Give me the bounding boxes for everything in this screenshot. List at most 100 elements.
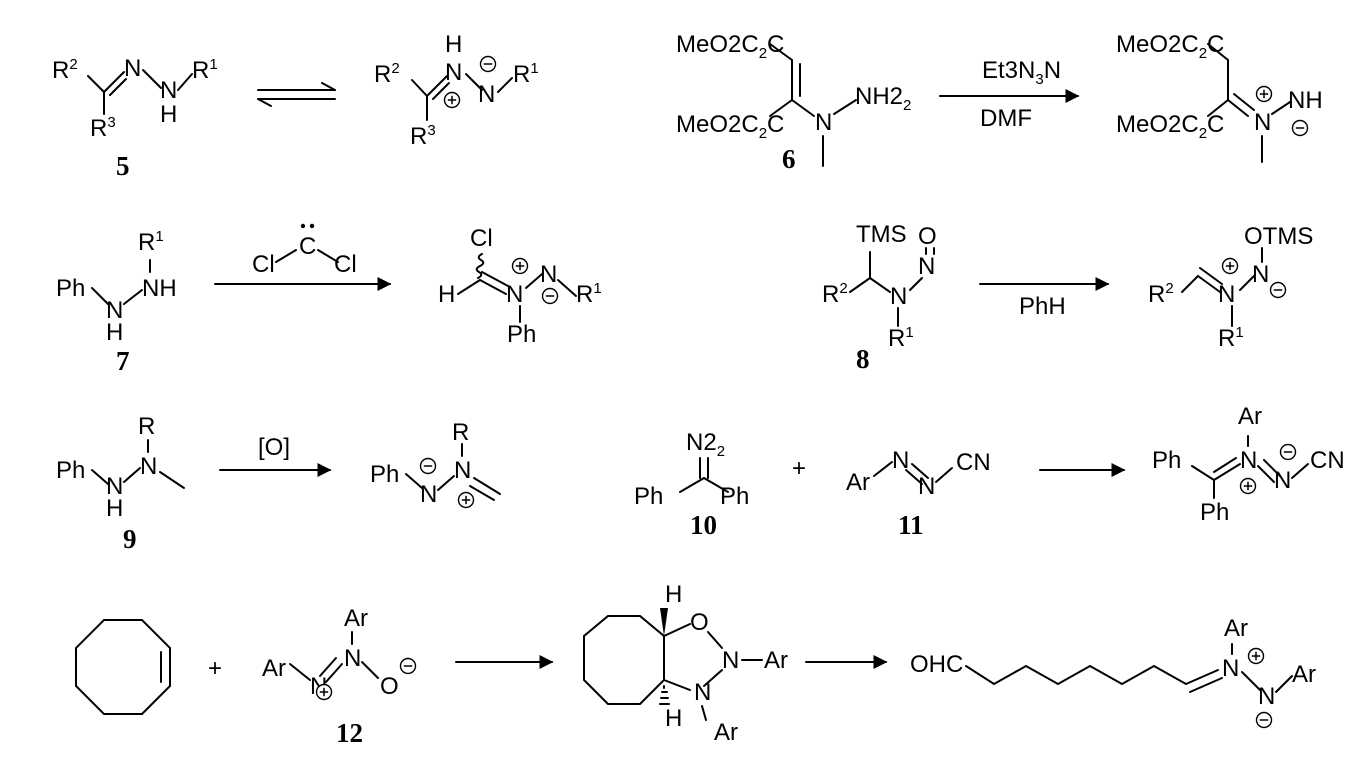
svg-text:Ph: Ph	[507, 321, 536, 348]
svg-text:TMS: TMS	[856, 221, 907, 248]
positive-charge-icon	[511, 257, 529, 275]
plus-sign: +	[792, 455, 806, 482]
svg-text:NH22: NH22	[855, 83, 911, 114]
svg-text:H: H	[665, 705, 682, 732]
svg-text:O: O	[380, 673, 399, 700]
svg-text:O: O	[918, 223, 937, 250]
reaction-arrow-8: PhH	[979, 277, 1110, 320]
svg-text:R: R	[452, 419, 469, 446]
svg-text:N: N	[890, 283, 907, 310]
reaction-arrow-6: Et3N3N DMF	[939, 57, 1080, 132]
svg-text:N: N	[160, 77, 177, 104]
svg-text:MeO2C2C: MeO2C2C	[1116, 111, 1224, 142]
structure-10: N22 Ph Ph 10	[634, 429, 749, 540]
structure-12: Ar N N Ar O 12	[262, 605, 417, 748]
svg-text:N: N	[106, 473, 123, 500]
svg-text:Ar: Ar	[764, 647, 788, 674]
svg-text:N: N	[1274, 467, 1291, 494]
svg-text:Ar: Ar	[714, 719, 738, 746]
svg-text:N: N	[124, 55, 141, 82]
compound-label-6: 6	[782, 144, 796, 174]
svg-text:R3: R3	[410, 122, 436, 150]
svg-text:N: N	[420, 481, 437, 508]
compound-label-7: 7	[116, 346, 130, 376]
svg-text:MeO2C2C: MeO2C2C	[1116, 31, 1224, 62]
compound-label-11: 11	[898, 510, 924, 540]
svg-text:N: N	[1258, 683, 1275, 710]
svg-text:N: N	[1240, 447, 1257, 474]
svg-text:[O]: [O]	[258, 434, 290, 461]
compound-label-5: 5	[116, 151, 130, 181]
svg-text:Ar: Ar	[344, 605, 368, 632]
plus-sign: +	[208, 655, 222, 682]
svg-text:N: N	[106, 297, 123, 324]
product-6: MeO2C2C MeO2C2C N NH	[1116, 31, 1323, 163]
svg-text:R1: R1	[192, 56, 218, 84]
product-8: R2 N R1 N OTMS	[1148, 223, 1313, 352]
positive-charge-icon	[1247, 647, 1265, 665]
svg-text:N: N	[140, 453, 157, 480]
ring-opened-product: OHC N Ar N Ar	[910, 615, 1316, 729]
svg-text:N: N	[918, 253, 935, 280]
structure-6: MeO2C2C MeO2C2C N NH22 6	[676, 31, 911, 174]
svg-text:CN: CN	[956, 449, 991, 476]
structure-8: TMS R2 N R1 N O 8	[822, 221, 937, 374]
svg-text:Ar: Ar	[262, 655, 286, 682]
svg-text:H: H	[106, 319, 123, 346]
svg-text:OHC: OHC	[910, 651, 963, 678]
svg-text:R1: R1	[888, 324, 914, 352]
svg-text:Ar: Ar	[1238, 403, 1262, 430]
svg-text:N: N	[454, 457, 471, 484]
structure-7: Ph N H NH R1 7	[56, 228, 177, 376]
svg-text:N: N	[445, 59, 462, 86]
svg-text:N: N	[540, 261, 557, 288]
compound-label-12: 12	[336, 718, 363, 748]
structure-11: Ar N N CN 11	[846, 447, 991, 540]
svg-text:N: N	[892, 447, 909, 474]
negative-charge-icon	[1291, 119, 1309, 137]
svg-text:R1: R1	[1218, 324, 1244, 352]
structure-9: Ph N H N R 9	[56, 413, 185, 554]
svg-text:R2: R2	[52, 56, 78, 84]
svg-text:N: N	[815, 109, 832, 136]
svg-text:PhH: PhH	[1019, 293, 1066, 320]
svg-text:R2: R2	[374, 60, 400, 88]
svg-text:N: N	[1254, 109, 1271, 136]
negative-charge-icon	[1279, 443, 1297, 461]
svg-text:R2: R2	[822, 280, 848, 308]
svg-text:MeO2C2C: MeO2C2C	[676, 31, 784, 62]
compound-label-9: 9	[123, 524, 137, 554]
negative-charge-icon	[419, 457, 437, 475]
svg-text:Ph: Ph	[370, 461, 399, 488]
equilibrium-arrows	[257, 82, 336, 107]
svg-text:Ph: Ph	[1200, 499, 1229, 526]
cyclooctene	[75, 619, 171, 715]
svg-text:N: N	[344, 645, 361, 672]
svg-text:N: N	[722, 647, 739, 674]
svg-text:R2: R2	[1148, 280, 1174, 308]
svg-text:DMF: DMF	[980, 105, 1032, 132]
svg-text:Et3N3N: Et3N3N	[982, 57, 1061, 88]
positive-charge-icon	[1239, 477, 1257, 495]
positive-charge-icon	[1255, 85, 1273, 103]
svg-text:O: O	[690, 609, 709, 636]
svg-text:N: N	[918, 473, 935, 500]
azomethine-imine-5: R2 H N N R1 R3	[374, 31, 539, 150]
negative-charge-icon	[1255, 711, 1273, 729]
svg-text:N: N	[1252, 261, 1269, 288]
svg-text:H: H	[160, 101, 177, 128]
positive-charge-icon	[443, 91, 461, 109]
svg-text:H: H	[445, 31, 462, 58]
bicyclic-adduct: O N Ar N Ar H H	[583, 581, 788, 746]
product-10-11: Ph Ph N Ar N CN	[1152, 403, 1345, 526]
reaction-arrow-9: [O]	[219, 434, 332, 477]
svg-text:R1: R1	[513, 60, 539, 88]
negative-charge-icon	[479, 55, 497, 73]
svg-text:N: N	[478, 81, 495, 108]
svg-text:CN: CN	[1310, 447, 1345, 474]
svg-text:NH: NH	[1288, 87, 1323, 114]
svg-text:Ph: Ph	[634, 483, 663, 510]
svg-text:N: N	[1218, 281, 1235, 308]
product-9: Ph N N R	[370, 419, 501, 509]
